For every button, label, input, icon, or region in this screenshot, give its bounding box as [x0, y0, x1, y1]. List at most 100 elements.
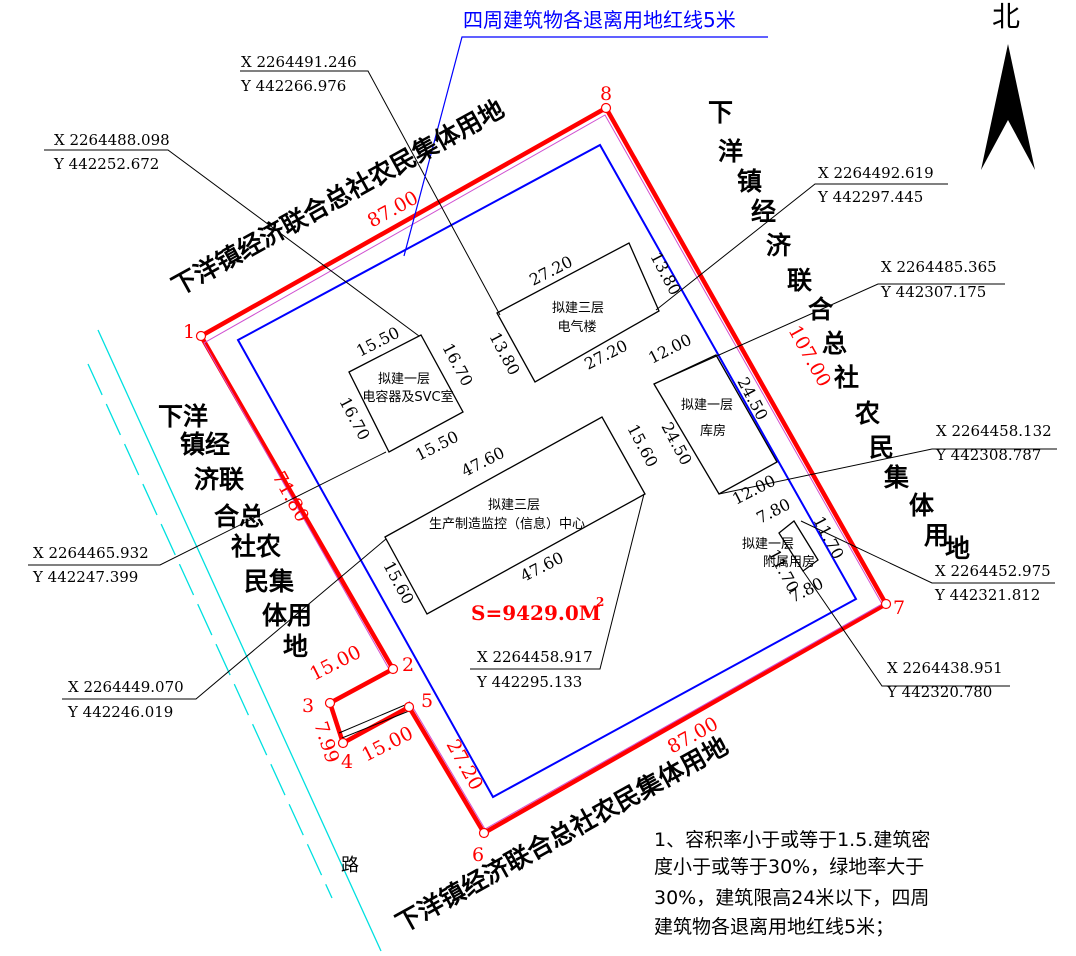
left-line-7: 地: [283, 632, 308, 661]
coord-8-y: Y 442246.019: [67, 703, 173, 721]
point-labels: 1 2 3 4 5 6 7 8: [183, 83, 905, 866]
leader-1: [44, 149, 420, 337]
leader-9: [802, 570, 1010, 687]
auxiliary-label-1: 拟建一层: [742, 537, 794, 552]
boundary-notch: [327, 667, 411, 747]
warehouse-dim-left: 24.50: [657, 419, 695, 468]
road-label: 路: [341, 855, 359, 876]
road-line-dashed: [87, 363, 333, 899]
right-char-12: 体: [909, 491, 935, 520]
right-char-2: 镇: [737, 167, 762, 196]
right-char-1: 洋: [718, 137, 743, 166]
coord-0-x: X 2264491.246: [241, 53, 357, 71]
point-label-1: 1: [183, 321, 195, 343]
electric-dim-left: 13.80: [485, 329, 523, 378]
setback-annotation-text: 四周建筑物各退离用地红线5米: [463, 8, 736, 32]
road-line-outer: [97, 329, 382, 952]
leader-8: [62, 538, 387, 700]
boundary-notch-inner: [332, 705, 409, 707]
coord-9-y: Y 442320.780: [886, 683, 992, 701]
neighbor-label-top: 下洋镇经济联合总社农民集体用地: [167, 94, 509, 301]
coord-6-x: X 2264452.975: [935, 562, 1051, 580]
notch-inner: [338, 704, 410, 739]
auxiliary-label-2: 附属用房: [763, 554, 815, 570]
point-4: [337, 737, 349, 749]
right-char-14: 地: [945, 534, 970, 563]
control-dim-right: 15.60: [623, 421, 661, 470]
leader-6: [800, 520, 1055, 584]
capacitor-dim-right: 16.70: [438, 340, 476, 389]
capacitor-dim-bottom: 15.50: [412, 427, 461, 465]
right-char-8: 社: [834, 363, 859, 392]
auxiliary-dim-top: 7.80: [753, 494, 793, 527]
right-char-13: 用: [924, 521, 949, 550]
leader-3: [653, 283, 1005, 385]
coord-9-x: X 2264438.951: [887, 659, 1003, 677]
coord-0-y: Y 442266.976: [240, 77, 346, 95]
building-capacitor: [348, 334, 464, 453]
left-line-1: 镇经: [180, 430, 230, 459]
dim-left: 71.80: [268, 468, 314, 526]
point-5: [403, 701, 415, 713]
north-arrow-icon: [981, 44, 1035, 170]
leader-7: [470, 493, 645, 670]
point-8: [600, 102, 612, 114]
coord-4-y: Y 442308.787: [935, 446, 1041, 464]
coordinate-labels: X 2264491.246 Y 442266.976 X 2264488.098…: [32, 53, 1052, 721]
coord-5-y: Y 442247.399: [32, 568, 138, 586]
coord-2-y: Y 442297.445: [817, 188, 923, 206]
control-dim-top: 47.60: [458, 443, 507, 481]
coord-3-y: Y 442307.175: [880, 283, 986, 301]
control-label-2: 生产制造监控（信息）中心: [429, 516, 585, 532]
note-line-3: 建筑物各退离用地红线5米；: [654, 916, 894, 938]
left-line-6: 体用: [262, 601, 312, 630]
neighbor-label-left: 下洋 镇经 济联 合总 社农 民集 体用 地: [158, 402, 312, 661]
capacitor-label-2: 电容器及SVC室: [362, 389, 453, 405]
right-char-9: 农: [854, 399, 880, 428]
right-char-11: 集: [883, 463, 910, 492]
site-boundary: [197, 104, 890, 837]
leader-4: [718, 448, 1057, 495]
building-warehouse: [653, 354, 778, 495]
buildings: [348, 242, 819, 615]
point-2: [387, 663, 399, 675]
building-auxiliary: [778, 520, 819, 572]
right-char-5: 联: [787, 266, 812, 295]
point-6: [478, 827, 490, 839]
electric-dim-right: 13.80: [646, 249, 684, 298]
building-labels: 拟建三层 电气楼 拟建一层 电容器及SVC室 拟建一层 库房 拟建三层 生产制造…: [362, 301, 815, 570]
electric-label-1: 拟建三层: [552, 301, 604, 316]
point-label-8: 8: [600, 83, 612, 105]
notes: 1、容积率小于或等于1.5.建筑密 度小于或等于30%，绿地率大于 30%，建筑…: [654, 829, 930, 938]
right-char-10: 民: [869, 433, 894, 462]
right-char-6: 合: [808, 295, 834, 324]
right-char-7: 总: [822, 329, 847, 358]
neighbor-label-right: 下 洋 镇 经 济 联 合 总 社 农 民 集 体 用 地: [708, 98, 970, 563]
right-char-3: 经: [751, 197, 776, 226]
north-arrow: 北: [981, 0, 1035, 170]
note-line-0: 1、容积率小于或等于1.5.建筑密: [654, 829, 930, 851]
electric-label-2: 电气楼: [557, 319, 596, 335]
leader-0: [240, 70, 501, 316]
coord-8-x: X 2264449.070: [68, 678, 184, 696]
road-lines: [87, 329, 382, 952]
setback-annotation: 四周建筑物各退离用地红线5米: [403, 8, 768, 257]
point-label-4: 4: [341, 751, 353, 773]
coord-4-x: X 2264458.132: [936, 422, 1052, 440]
point-7: [880, 598, 892, 610]
area-label: S=9429.0M 2: [471, 595, 604, 625]
coord-7-y: Y 442295.133: [476, 673, 582, 691]
left-line-2: 济联: [194, 465, 244, 494]
control-dim-left: 15.60: [379, 558, 417, 607]
left-line-4: 社农: [231, 532, 281, 561]
note-line-1: 度小于或等于30%，绿地率大于: [654, 856, 924, 878]
boundary-inner-lines: [203, 114, 883, 830]
point-markers: [195, 102, 892, 839]
left-line-0: 下洋: [158, 402, 208, 431]
area-superscript: 2: [596, 595, 604, 609]
leader-lines: [28, 70, 1057, 700]
control-dim-bottom: 47.60: [517, 548, 566, 586]
point-label-6: 6: [472, 844, 484, 866]
coord-3-x: X 2264485.365: [881, 258, 997, 276]
